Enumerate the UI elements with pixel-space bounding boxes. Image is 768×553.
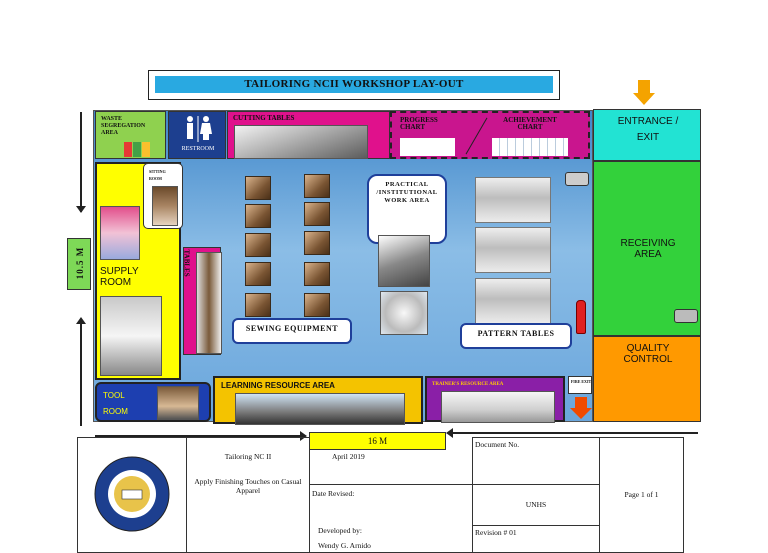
title-box: TAILORING NCII WORKSHOP LAY-OUT xyxy=(148,70,560,100)
sewing-machine-icon xyxy=(304,174,330,198)
fire-extinguisher-icon xyxy=(576,300,586,334)
tables-photo xyxy=(196,252,222,354)
serger-machine-photo xyxy=(380,291,428,335)
sitting-label: SITTING ROOM xyxy=(149,169,166,181)
document-footer: Tailoring NC II Apply Finishing Touches … xyxy=(77,437,684,553)
revision-number-cell: Revision # 01 xyxy=(472,524,600,553)
tool-room-photo xyxy=(157,386,199,420)
chart-divider xyxy=(465,117,488,155)
school-seal-icon xyxy=(94,456,170,532)
school-code: UNHS xyxy=(525,500,547,509)
learning-label: LEARNING RESOURCE AREA xyxy=(221,381,335,390)
charts-area: PROGRESS CHART ACHIEVEMENT CHART xyxy=(390,111,590,159)
achievement-chart-image xyxy=(492,138,568,156)
school-code-cell: UNHS xyxy=(472,483,600,526)
sewing-equipment-label: SEWING EQUIPMENT xyxy=(232,318,352,344)
bin-icon xyxy=(133,142,141,157)
sewing-machine-icon xyxy=(245,262,271,286)
supply-room: SUPPLY ROOM xyxy=(95,162,181,380)
dimension-arrow-left xyxy=(95,435,305,437)
supply-photo xyxy=(100,206,140,260)
arrow-right-icon xyxy=(300,431,307,441)
restroom: RESTROOM xyxy=(168,111,226,159)
sewing-machine-icon xyxy=(245,204,271,228)
course-name: Tailoring NC II xyxy=(224,452,272,461)
fire-exit-sign: FIRE EXIT xyxy=(568,376,592,394)
trainers-resource-photo xyxy=(441,391,555,423)
restroom-icon xyxy=(187,116,212,142)
progress-chart-image xyxy=(400,138,455,156)
module-name: Apply Finishing Touches on Casual Appare… xyxy=(194,477,302,495)
vertical-dimension-label: 10.5 M xyxy=(75,246,85,280)
cutting-table-photo xyxy=(234,125,368,159)
dimension-arrow-bottom xyxy=(80,322,82,426)
trainers-label: TRAINER'S RESOURCE AREA xyxy=(432,382,504,387)
storage-shelf-photo xyxy=(100,296,162,376)
entrance-arrow-icon xyxy=(633,80,655,106)
sitting-room-photo xyxy=(152,186,178,226)
tool-room: TOOL ROOM xyxy=(95,382,211,422)
bin-icon xyxy=(124,142,132,157)
arrow-up-icon xyxy=(76,317,86,324)
dimension-arrow-right xyxy=(450,432,698,434)
trainers-resource-area: TRAINER'S RESOURCE AREA xyxy=(425,376,565,423)
revision-cell: Date Revised: Developed by: Wendy G. Arn… xyxy=(309,483,473,553)
learning-resource-area: LEARNING RESOURCE AREA xyxy=(213,376,423,425)
revision-number: Revision # 01 xyxy=(475,527,517,537)
date-cell: April 2019 xyxy=(309,437,473,485)
pattern-table-photo xyxy=(475,227,551,273)
page-number: Page 1 of 1 xyxy=(624,490,659,500)
tool-label: TOOL ROOM xyxy=(103,391,128,416)
sewing-machine-icon xyxy=(245,176,271,200)
cctv-icon xyxy=(565,172,589,186)
waste-segregation-area: WASTE SEGREGATION AREA xyxy=(95,111,166,159)
sitting-room: SITTING ROOM xyxy=(143,163,183,229)
document-number-cell: Document No. xyxy=(472,437,600,485)
tables-label: TABLES xyxy=(182,249,191,277)
practical-work-label: PRACTICAL /INSTITUTIONAL WORK AREA xyxy=(367,174,447,244)
waste-label: WASTE SEGREGATION AREA xyxy=(101,116,146,136)
arrow-left-icon xyxy=(446,428,453,438)
pattern-table-photo xyxy=(475,278,551,324)
course-cell: Tailoring NC II Apply Finishing Touches … xyxy=(186,437,310,553)
document-number-label: Document No. xyxy=(475,440,520,449)
arrow-down-icon xyxy=(76,206,86,213)
restroom-label: RESTROOM xyxy=(181,146,215,152)
school-seal-cell xyxy=(77,437,187,553)
sewing-machine-icon xyxy=(304,293,330,317)
page-cell: Page 1 of 1 xyxy=(599,437,684,553)
learning-resource-photo xyxy=(235,393,405,425)
sewing-machine-icon xyxy=(304,231,330,255)
dimension-arrow-top xyxy=(80,112,82,212)
quality-label: QUALITY CONTROL xyxy=(623,343,673,365)
pattern-tables-label: PATTERN TABLES xyxy=(460,323,572,349)
entrance-exit-area: ENTRANCE / EXIT xyxy=(593,109,701,161)
vertical-dimension-badge: 10.5 M xyxy=(67,238,91,290)
cutting-tables-area: CUTTING TABLES xyxy=(227,111,390,159)
achievement-label: ACHIEVEMENT CHART xyxy=(503,116,557,131)
bin-icon xyxy=(142,142,150,157)
sewing-machine-icon xyxy=(304,202,330,226)
receiving-label: RECEIVING AREA xyxy=(620,238,676,260)
quality-control-area: QUALITY CONTROL xyxy=(593,336,701,422)
pattern-table-photo xyxy=(475,177,551,223)
cutting-label: CUTTING TABLES xyxy=(233,114,295,122)
cctv-icon xyxy=(674,309,698,323)
fire-exit-label: FIRE EXIT xyxy=(570,379,592,384)
sewing-machine-icon xyxy=(245,233,271,257)
developed-by-label: Developed by: xyxy=(318,525,362,535)
issue-date: April 2019 xyxy=(332,451,365,461)
sewing-machine-icon xyxy=(304,262,330,286)
practical-work-photo xyxy=(378,235,430,287)
date-revised-label: Date Revised: xyxy=(312,488,355,498)
exit-arrow-icon xyxy=(570,397,592,421)
supply-label: SUPPLY ROOM xyxy=(100,266,139,288)
receiving-area: RECEIVING AREA xyxy=(593,161,701,336)
sewing-machine-icon xyxy=(245,293,271,317)
tables-area: TABLES xyxy=(182,247,222,355)
entrance-label: ENTRANCE / EXIT xyxy=(617,116,679,143)
developer-name: Wendy G. Arnido xyxy=(318,540,371,550)
progress-label: PROGRESS CHART xyxy=(400,116,438,131)
page-title: TAILORING NCII WORKSHOP LAY-OUT xyxy=(155,76,553,93)
